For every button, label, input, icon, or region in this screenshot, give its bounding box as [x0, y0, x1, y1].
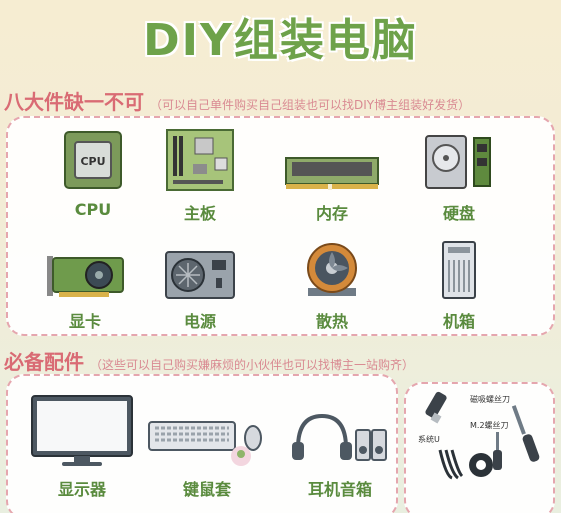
cpu-chip-text: CPU: [80, 155, 105, 168]
headphones-speakers-icon: [290, 394, 390, 468]
pc-case-icon: [439, 236, 479, 300]
monitor-icon: [30, 394, 134, 468]
power-supply-icon: [164, 236, 236, 300]
tool-label: M.2螺丝刀: [470, 421, 509, 430]
keyboard-mouse-icon: [147, 394, 267, 468]
component-cpu: CPU CPU: [38, 128, 148, 219]
graphics-card-icon: [43, 236, 127, 300]
component-graphics-card: 显卡: [30, 236, 140, 332]
component-label: 硬盘: [442, 204, 475, 223]
tape-icon: [466, 450, 496, 484]
section-title: 八大件缺一不可: [4, 90, 144, 114]
page-title: DIY组装电脑: [143, 15, 418, 66]
component-pc-case: 机箱: [404, 236, 514, 332]
accessory-monitor: 显示器: [22, 394, 142, 500]
component-label: 主板: [183, 204, 216, 223]
hard-drive-icon: [422, 128, 496, 192]
component-ram: 内存: [277, 128, 387, 224]
usb-drive-icon: [422, 390, 452, 430]
tool-label: 系统U: [418, 435, 440, 444]
accessory-keyboard-mouse: 键鼠套: [142, 394, 272, 500]
cpu-cooler-icon: [300, 236, 364, 300]
section-header-accessories: 必备配件 （这些可以自己购买嫌麻烦的小伙伴也可以找博主一站购齐）: [4, 346, 414, 375]
accessory-label: 显示器: [57, 480, 106, 499]
cpu-icon: CPU: [61, 128, 125, 192]
accessory-headphones-speakers: 耳机音箱: [280, 394, 400, 500]
component-cpu-cooler: 散热: [277, 236, 387, 332]
tool-label: 磁吸螺丝刀: [470, 395, 510, 404]
component-label: 显卡: [68, 312, 101, 331]
cable-ties-icon: [436, 446, 466, 486]
accessory-label: 耳机音箱: [307, 480, 372, 499]
component-label: 机箱: [442, 312, 475, 331]
section-note: （可以自己单件购买自己组装也可以找DIY博主组装好发货）: [150, 98, 471, 112]
section-note: （这些可以自己购买嫌麻烦的小伙伴也可以找博主一站购齐）: [90, 358, 415, 372]
accessory-label: 键鼠套: [182, 480, 231, 499]
component-power-supply: 电源: [145, 236, 255, 332]
component-label: 散热: [315, 312, 348, 331]
ram-icon: [284, 128, 380, 192]
magnetic-screwdriver-icon: [508, 404, 548, 468]
component-label: CPU: [74, 200, 112, 219]
component-label: 电源: [183, 312, 216, 331]
component-motherboard: 主板: [145, 128, 255, 224]
section-title: 必备配件: [4, 350, 84, 374]
m2-screwdriver-icon: [486, 432, 510, 476]
section-header-essentials: 八大件缺一不可 （可以自己单件购买自己组装也可以找DIY博主组装好发货）: [4, 86, 470, 115]
component-hard-drive: 硬盘: [404, 128, 514, 224]
motherboard-icon: [165, 128, 235, 192]
component-label: 内存: [315, 204, 348, 223]
